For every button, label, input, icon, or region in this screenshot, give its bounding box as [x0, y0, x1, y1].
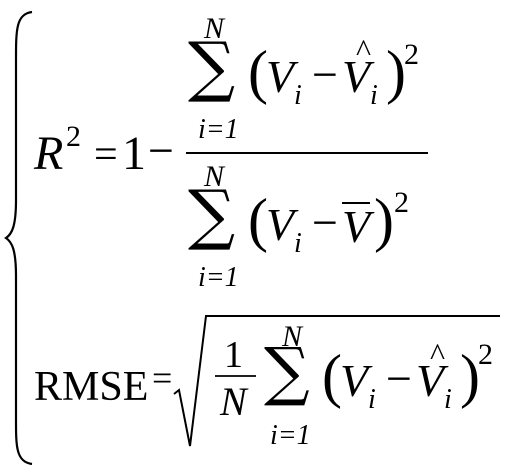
rmse-label: RMSE — [34, 364, 149, 410]
num-v-hat-sub: i — [370, 80, 378, 111]
num-close-paren: ) — [386, 39, 406, 105]
rmse-summation-icon: ∑ — [264, 335, 310, 409]
den-open-paren: ( — [248, 187, 268, 253]
den-v: V — [266, 199, 295, 250]
equals-sign: = — [94, 132, 118, 178]
num-v-sub: i — [294, 80, 302, 111]
rmse-v-hat-sub: i — [444, 384, 452, 415]
den-v-sub: i — [294, 228, 302, 259]
frac-denominator: N — [220, 379, 247, 424]
den-close-paren: ) — [374, 187, 394, 253]
one-symbol: 1 — [122, 127, 146, 180]
r-exponent: 2 — [66, 120, 81, 153]
left-brace — [4, 10, 33, 466]
den-exponent: 2 — [394, 186, 409, 219]
num-hat-accent: ^ — [356, 32, 372, 68]
den-upper-limit: N — [204, 160, 225, 193]
den-lower-limit: i=1 — [198, 262, 239, 293]
den-summation-icon: ∑ — [188, 176, 236, 253]
rmse-close-paren: ) — [460, 343, 480, 409]
frac-numerator: 1 — [224, 334, 243, 376]
rmse-minus: − — [386, 353, 412, 404]
num-lower-limit: i=1 — [198, 114, 239, 145]
num-upper-limit: N — [204, 12, 225, 45]
num-exponent: 2 — [404, 38, 419, 71]
den-minus: − — [312, 197, 338, 248]
rmse-v: V — [340, 355, 369, 406]
num-minus: − — [312, 49, 338, 100]
num-v-hat: V — [342, 51, 371, 102]
rmse-v-sub: i — [368, 384, 376, 415]
num-open-paren: ( — [248, 39, 268, 105]
rmse-upper-limit: N — [282, 320, 303, 353]
den-v-bar: V — [342, 201, 371, 252]
rmse-equals: = — [152, 358, 173, 398]
num-summation-icon: ∑ — [188, 28, 236, 105]
rmse-hat-accent: ^ — [430, 336, 446, 372]
radical-sign — [173, 315, 500, 447]
rmse-lower-limit: i=1 — [270, 420, 311, 451]
rmse-exponent: 2 — [478, 338, 493, 371]
rmse-open-paren: ( — [322, 343, 342, 409]
minus-sign: − — [148, 125, 174, 176]
num-v: V — [266, 51, 295, 102]
r-symbol: R — [34, 127, 64, 180]
rmse-v-hat: V — [416, 355, 445, 406]
